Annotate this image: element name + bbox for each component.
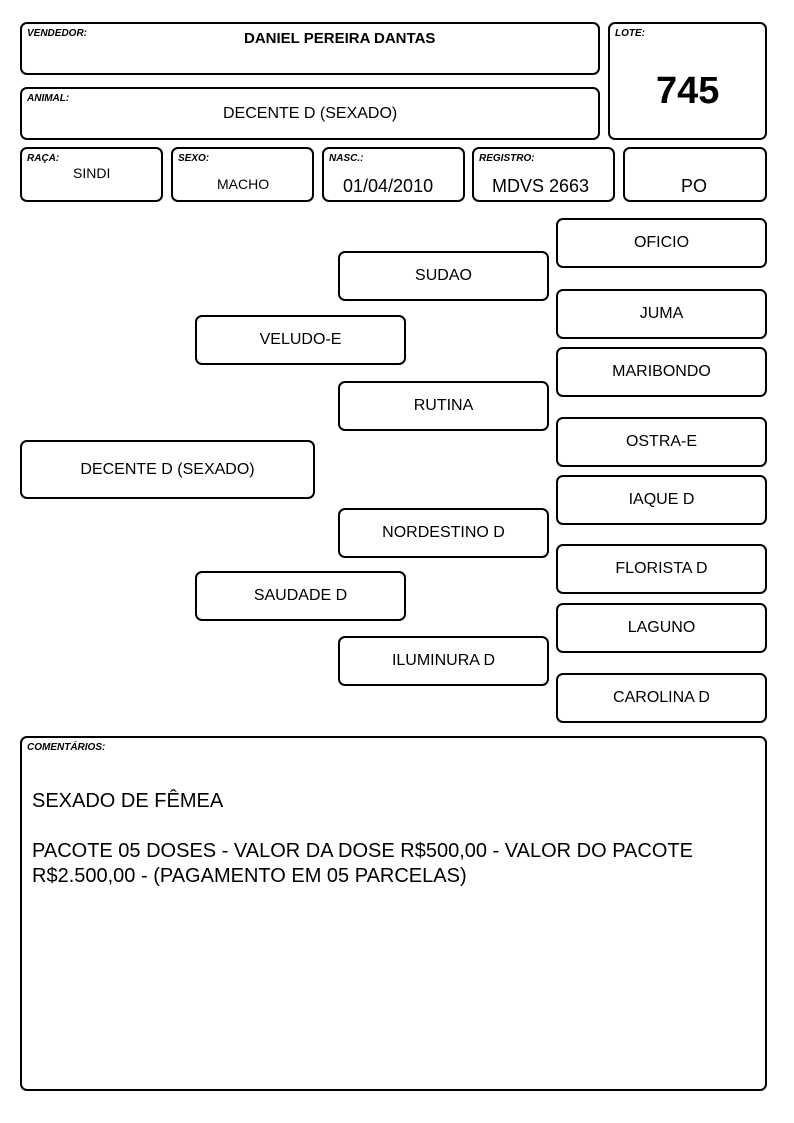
sexo-box: SEXO: MACHO [171, 147, 314, 202]
raca-value: SINDI [73, 165, 111, 181]
animal-label: ANIMAL: [27, 93, 70, 104]
nasc-value: 01/04/2010 [343, 176, 434, 196]
pedigree-bisavo: CAROLINA D [556, 673, 767, 723]
pedigree-pai: VELUDO-E [195, 315, 406, 365]
pedigree-avo-materna: ILUMINURA D [338, 636, 549, 686]
raca-box: RAÇA: SINDI [20, 147, 163, 202]
registro-box: REGISTRO: MDVS 2663 [472, 147, 615, 202]
comments-box: COMENTÁRIOS: SEXADO DE FÊMEA PACOTE 05 D… [20, 736, 767, 1091]
pedigree-bisavo: LAGUNO [556, 603, 767, 653]
nasc-box: NASC.: 01/04/2010 [322, 147, 465, 202]
comments-line: SEXADO DE FÊMEA [32, 790, 224, 812]
pedigree-bisavo: IAQUE D [556, 475, 767, 525]
pedigree-bisavo: OSTRA-E [556, 417, 767, 467]
comments-text: SEXADO DE FÊMEA PACOTE 05 DOSES - VALOR … [32, 764, 755, 914]
nasc-label: NASC.: [329, 153, 364, 164]
animal-value: DECENTE D (SEXADO) [223, 105, 398, 122]
pedigree-bisavo: MARIBONDO [556, 347, 767, 397]
categoria-box: PO [623, 147, 767, 202]
pedigree-mae: SAUDADE D [195, 571, 406, 621]
registro-label: REGISTRO: [479, 153, 535, 164]
pedigree-avo-paterno: SUDAO [338, 251, 549, 301]
categoria-value: PO [681, 176, 708, 196]
pedigree-avo-paterna: RUTINA [338, 381, 549, 431]
vendedor-value: DANIEL PEREIRA DANTAS [244, 30, 436, 47]
comments-line: PACOTE 05 DOSES - VALOR DA DOSE R$500,00… [32, 840, 693, 887]
pedigree-animal: DECENTE D (SEXADO) [20, 440, 315, 499]
comments-label: COMENTÁRIOS: [27, 742, 106, 753]
vendedor-box: VENDEDOR: DANIEL PEREIRA DANTAS [20, 22, 600, 75]
lote-label: LOTE: [615, 28, 645, 39]
sexo-value: MACHO [217, 176, 270, 192]
sexo-label: SEXO: [178, 153, 210, 164]
pedigree-bisavo: JUMA [556, 289, 767, 339]
vendedor-label: VENDEDOR: [27, 28, 88, 39]
pedigree-bisavo: OFICIO [556, 218, 767, 268]
registro-value: MDVS 2663 [492, 176, 590, 196]
lote-value: 745 [656, 70, 720, 112]
animal-box: ANIMAL: DECENTE D (SEXADO) [20, 87, 600, 140]
pedigree-avo-materno: NORDESTINO D [338, 508, 549, 558]
pedigree-bisavo: FLORISTA D [556, 544, 767, 594]
lote-box: LOTE: 745 [608, 22, 767, 140]
raca-label: RAÇA: [27, 153, 60, 164]
